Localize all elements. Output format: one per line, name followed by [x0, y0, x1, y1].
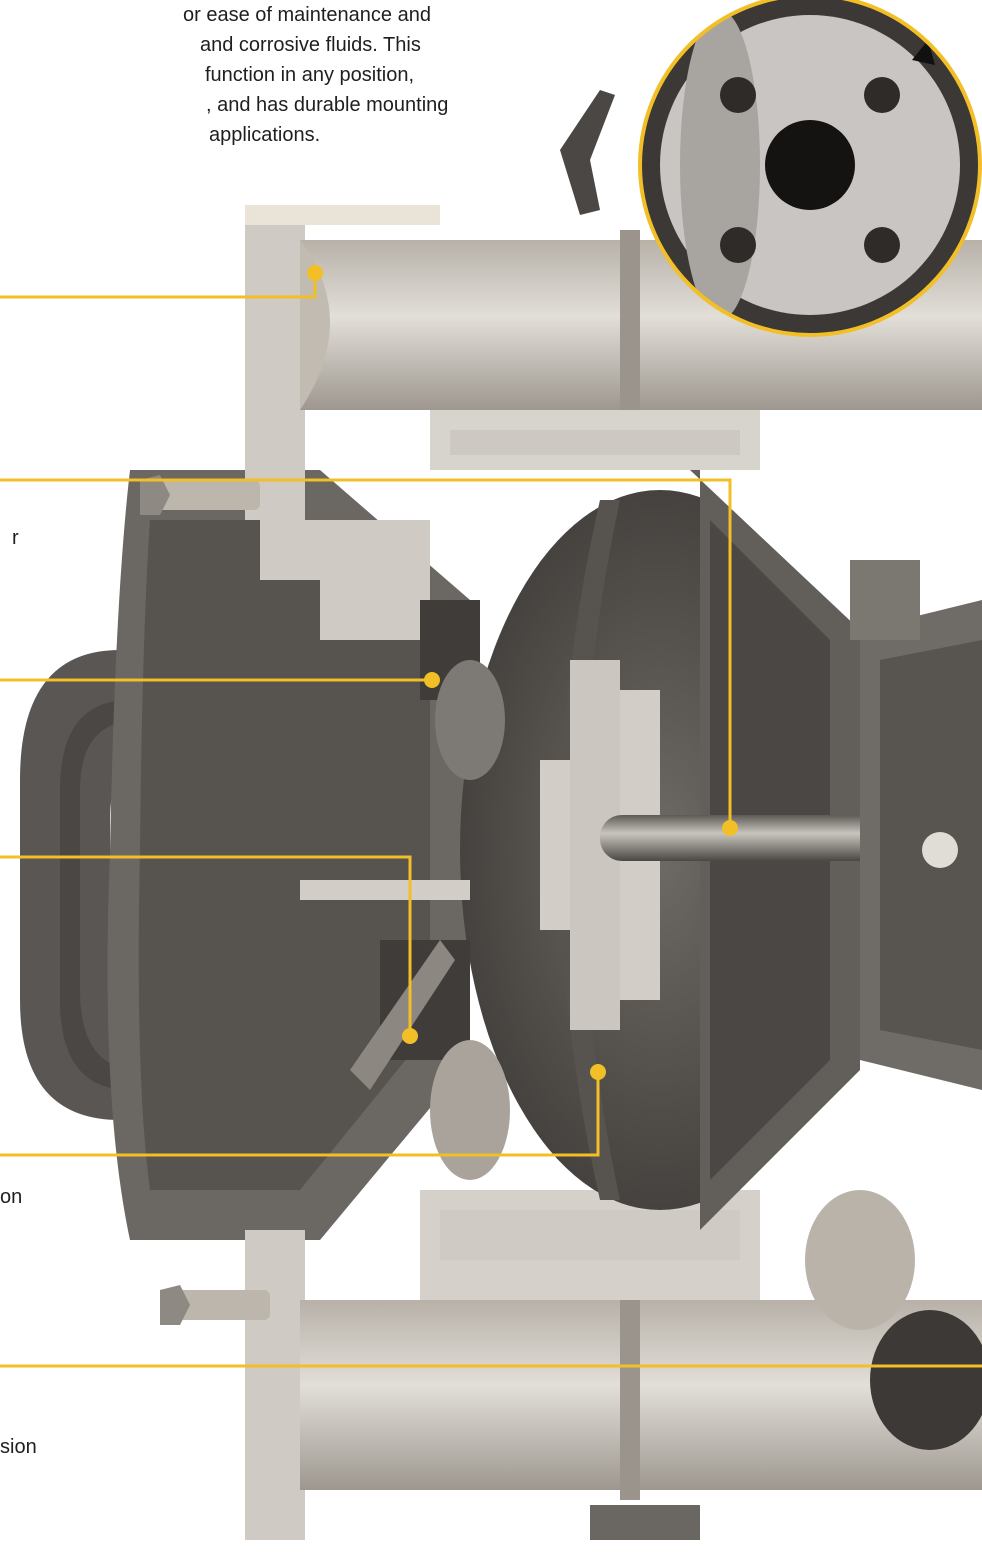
callout-lines [0, 275, 982, 1368]
pump-body [20, 90, 982, 1540]
callout-dot-2 [722, 820, 738, 836]
callout-line-2 [0, 478, 732, 828]
intro-line-3: function in any position, [205, 64, 415, 86]
callout-fragment-3: sion [0, 1436, 37, 1458]
intro-line-1: or ease of maintenance and [183, 4, 431, 26]
intro-line-5: applications. [209, 124, 321, 146]
callout-line-5 [0, 1072, 600, 1157]
callout-fragment-2: on [0, 1186, 23, 1208]
callout-line-4 [0, 855, 412, 1036]
bolt-icon [140, 475, 260, 515]
bolt-icon [160, 1285, 270, 1325]
intro-line-2: and corrosive fluids. This [200, 34, 421, 56]
callout-fragment-1: r [12, 527, 19, 549]
intro-paragraph: or ease of maintenance and and corrosive… [0, 0, 449, 150]
callout-line-1 [0, 275, 317, 299]
flange-inset [638, 0, 982, 337]
callout-dots [307, 265, 738, 1080]
callout-dot-4 [402, 1028, 418, 1044]
intro-line-4: , and has durable mounting [206, 94, 449, 116]
callout-dot-5 [590, 1064, 606, 1080]
callout-dot-1 [307, 265, 323, 281]
callout-dot-3 [424, 672, 440, 688]
